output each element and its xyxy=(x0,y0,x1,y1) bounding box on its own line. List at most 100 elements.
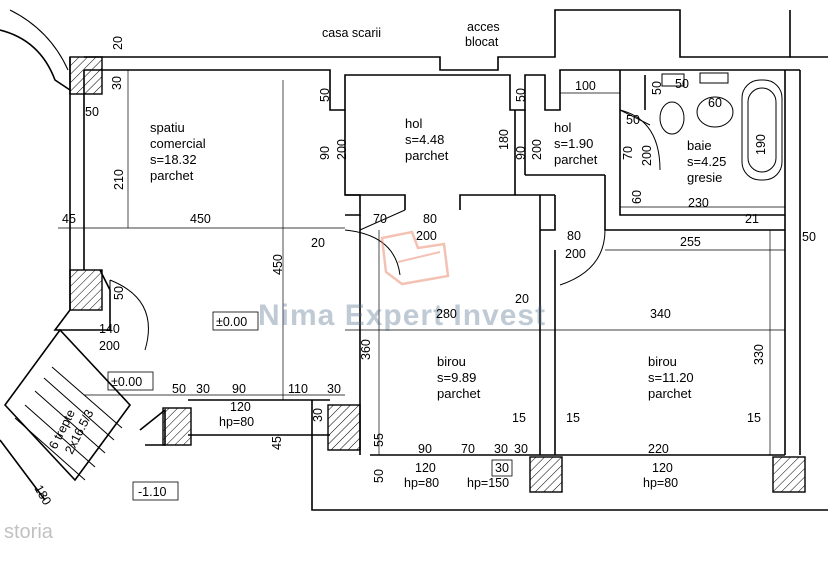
room-birou2-area: s=11.20 xyxy=(648,370,694,385)
watermark: Nima Expert Invest storia xyxy=(4,230,545,543)
dim-50d: 50 xyxy=(650,81,664,95)
bathtub xyxy=(741,79,783,181)
stairs xyxy=(0,328,166,501)
birou-divider-right xyxy=(540,195,556,231)
dim-70c: 70 xyxy=(461,442,475,456)
dim-15a: 15 xyxy=(512,411,526,425)
stair-step-2 xyxy=(24,404,96,468)
dim-80a: 80 xyxy=(423,212,437,226)
stair-outline xyxy=(3,328,132,482)
room-spatiu-floor: parchet xyxy=(150,168,194,183)
dim-140: 140 xyxy=(99,322,120,336)
room-spatiu-line1: spatiu xyxy=(150,120,185,135)
room-spatiu-line2: comercial xyxy=(150,136,206,151)
door-baie-arc xyxy=(619,109,661,171)
dim-30f: 30 xyxy=(514,442,528,456)
dim-450a: 450 xyxy=(190,212,211,226)
label-acces: acces xyxy=(467,20,500,34)
dim-hp80a: hp=80 xyxy=(219,415,254,429)
level-b: ±0.00 xyxy=(111,375,142,389)
dim-55: 55 xyxy=(372,433,386,447)
dim-90c: 90 xyxy=(232,382,246,396)
room-hol2-floor: parchet xyxy=(554,152,598,167)
dim-hp150: hp=150 xyxy=(467,476,509,490)
walls xyxy=(0,9,828,511)
sink-top xyxy=(699,72,729,84)
dim-70b: 70 xyxy=(373,212,387,226)
dim-120b: 120 xyxy=(415,461,436,475)
dim-30c: 30 xyxy=(327,382,341,396)
dim-15b: 15 xyxy=(566,411,580,425)
level-c: -1.10 xyxy=(138,485,167,499)
door-baie-leaf xyxy=(619,109,651,126)
room-hol1-area: s=4.48 xyxy=(405,132,444,147)
dim-280: 280 xyxy=(436,307,457,321)
dim-210: 210 xyxy=(112,169,126,190)
corner-arc xyxy=(0,29,71,91)
hol-bottom-right xyxy=(459,110,516,210)
dim-50h: 50 xyxy=(172,382,186,396)
dim-30g-box xyxy=(491,459,513,477)
level-box-a xyxy=(212,311,259,331)
room-hol2-name: hol xyxy=(554,120,571,135)
door-birou2-arc xyxy=(559,229,606,286)
room-baie-area: s=4.25 xyxy=(687,154,726,169)
dim-hp80c: hp=80 xyxy=(643,476,678,490)
dim-330: 330 xyxy=(752,344,766,365)
sink xyxy=(696,96,734,128)
dim-hp80b: hp=80 xyxy=(404,476,439,490)
dim-200a: 200 xyxy=(335,139,349,160)
room-baie-name: baie xyxy=(687,138,712,153)
dim-20c: 20 xyxy=(515,292,529,306)
column-bottom-right xyxy=(772,456,806,493)
dim-30b: 30 xyxy=(196,382,210,396)
room-spatiu-area: s=18.32 xyxy=(150,152,197,167)
level-box-c xyxy=(132,481,179,501)
baie-bottom xyxy=(619,175,785,216)
stair-side xyxy=(139,408,166,446)
toilet-tank xyxy=(661,73,685,87)
dim-30d: 30 xyxy=(311,408,325,422)
stair-step-3 xyxy=(34,390,106,454)
dim-110: 110 xyxy=(288,382,308,396)
dim-20a: 20 xyxy=(111,36,125,50)
columns xyxy=(69,56,806,493)
dim-50a: 50 xyxy=(85,105,99,119)
dim-50c: 50 xyxy=(514,88,528,102)
dim-50g: 50 xyxy=(112,286,126,300)
room-birou2-floor: parchet xyxy=(648,386,692,401)
storia-logo: storia xyxy=(4,521,54,543)
column-bottom-center xyxy=(529,456,563,493)
dim-30e: 30 xyxy=(494,442,508,456)
stair-step-4 xyxy=(43,377,115,441)
corner-arc-2 xyxy=(9,9,69,71)
dim-15c: 15 xyxy=(747,411,761,425)
label-blocat: blocat xyxy=(465,35,499,49)
top-wall xyxy=(84,9,791,71)
dim-80b: 80 xyxy=(567,229,581,243)
dim-50b: 50 xyxy=(318,88,332,102)
room-hol1-floor: parchet xyxy=(405,148,449,163)
dim-340: 340 xyxy=(650,307,671,321)
room-hol1-name: hol xyxy=(405,116,422,131)
toilet xyxy=(659,101,685,135)
dim-45b: 45 xyxy=(270,436,284,450)
dimension-lines xyxy=(58,70,785,456)
hol-bottom-left xyxy=(345,194,406,210)
dim-50h-baie: 50 xyxy=(626,113,640,127)
dim-200d: 200 xyxy=(416,229,437,243)
room-birou1-name: birou xyxy=(437,354,466,369)
room-birou2-name: birou xyxy=(648,354,677,369)
dim-255: 255 xyxy=(680,235,701,249)
level-box-b xyxy=(107,371,154,391)
door-hol-leaf xyxy=(359,209,406,231)
dim-21: 21 xyxy=(745,212,759,226)
dim-230: 230 xyxy=(688,196,709,210)
dim-50f: 50 xyxy=(802,230,816,244)
dim-90b: 90 xyxy=(514,146,528,160)
column-top-left xyxy=(69,56,103,95)
dim-50i: 50 xyxy=(372,469,386,483)
room-birou1-area: s=9.89 xyxy=(437,370,476,385)
label-casa-scarii: casa scarii xyxy=(322,26,381,40)
